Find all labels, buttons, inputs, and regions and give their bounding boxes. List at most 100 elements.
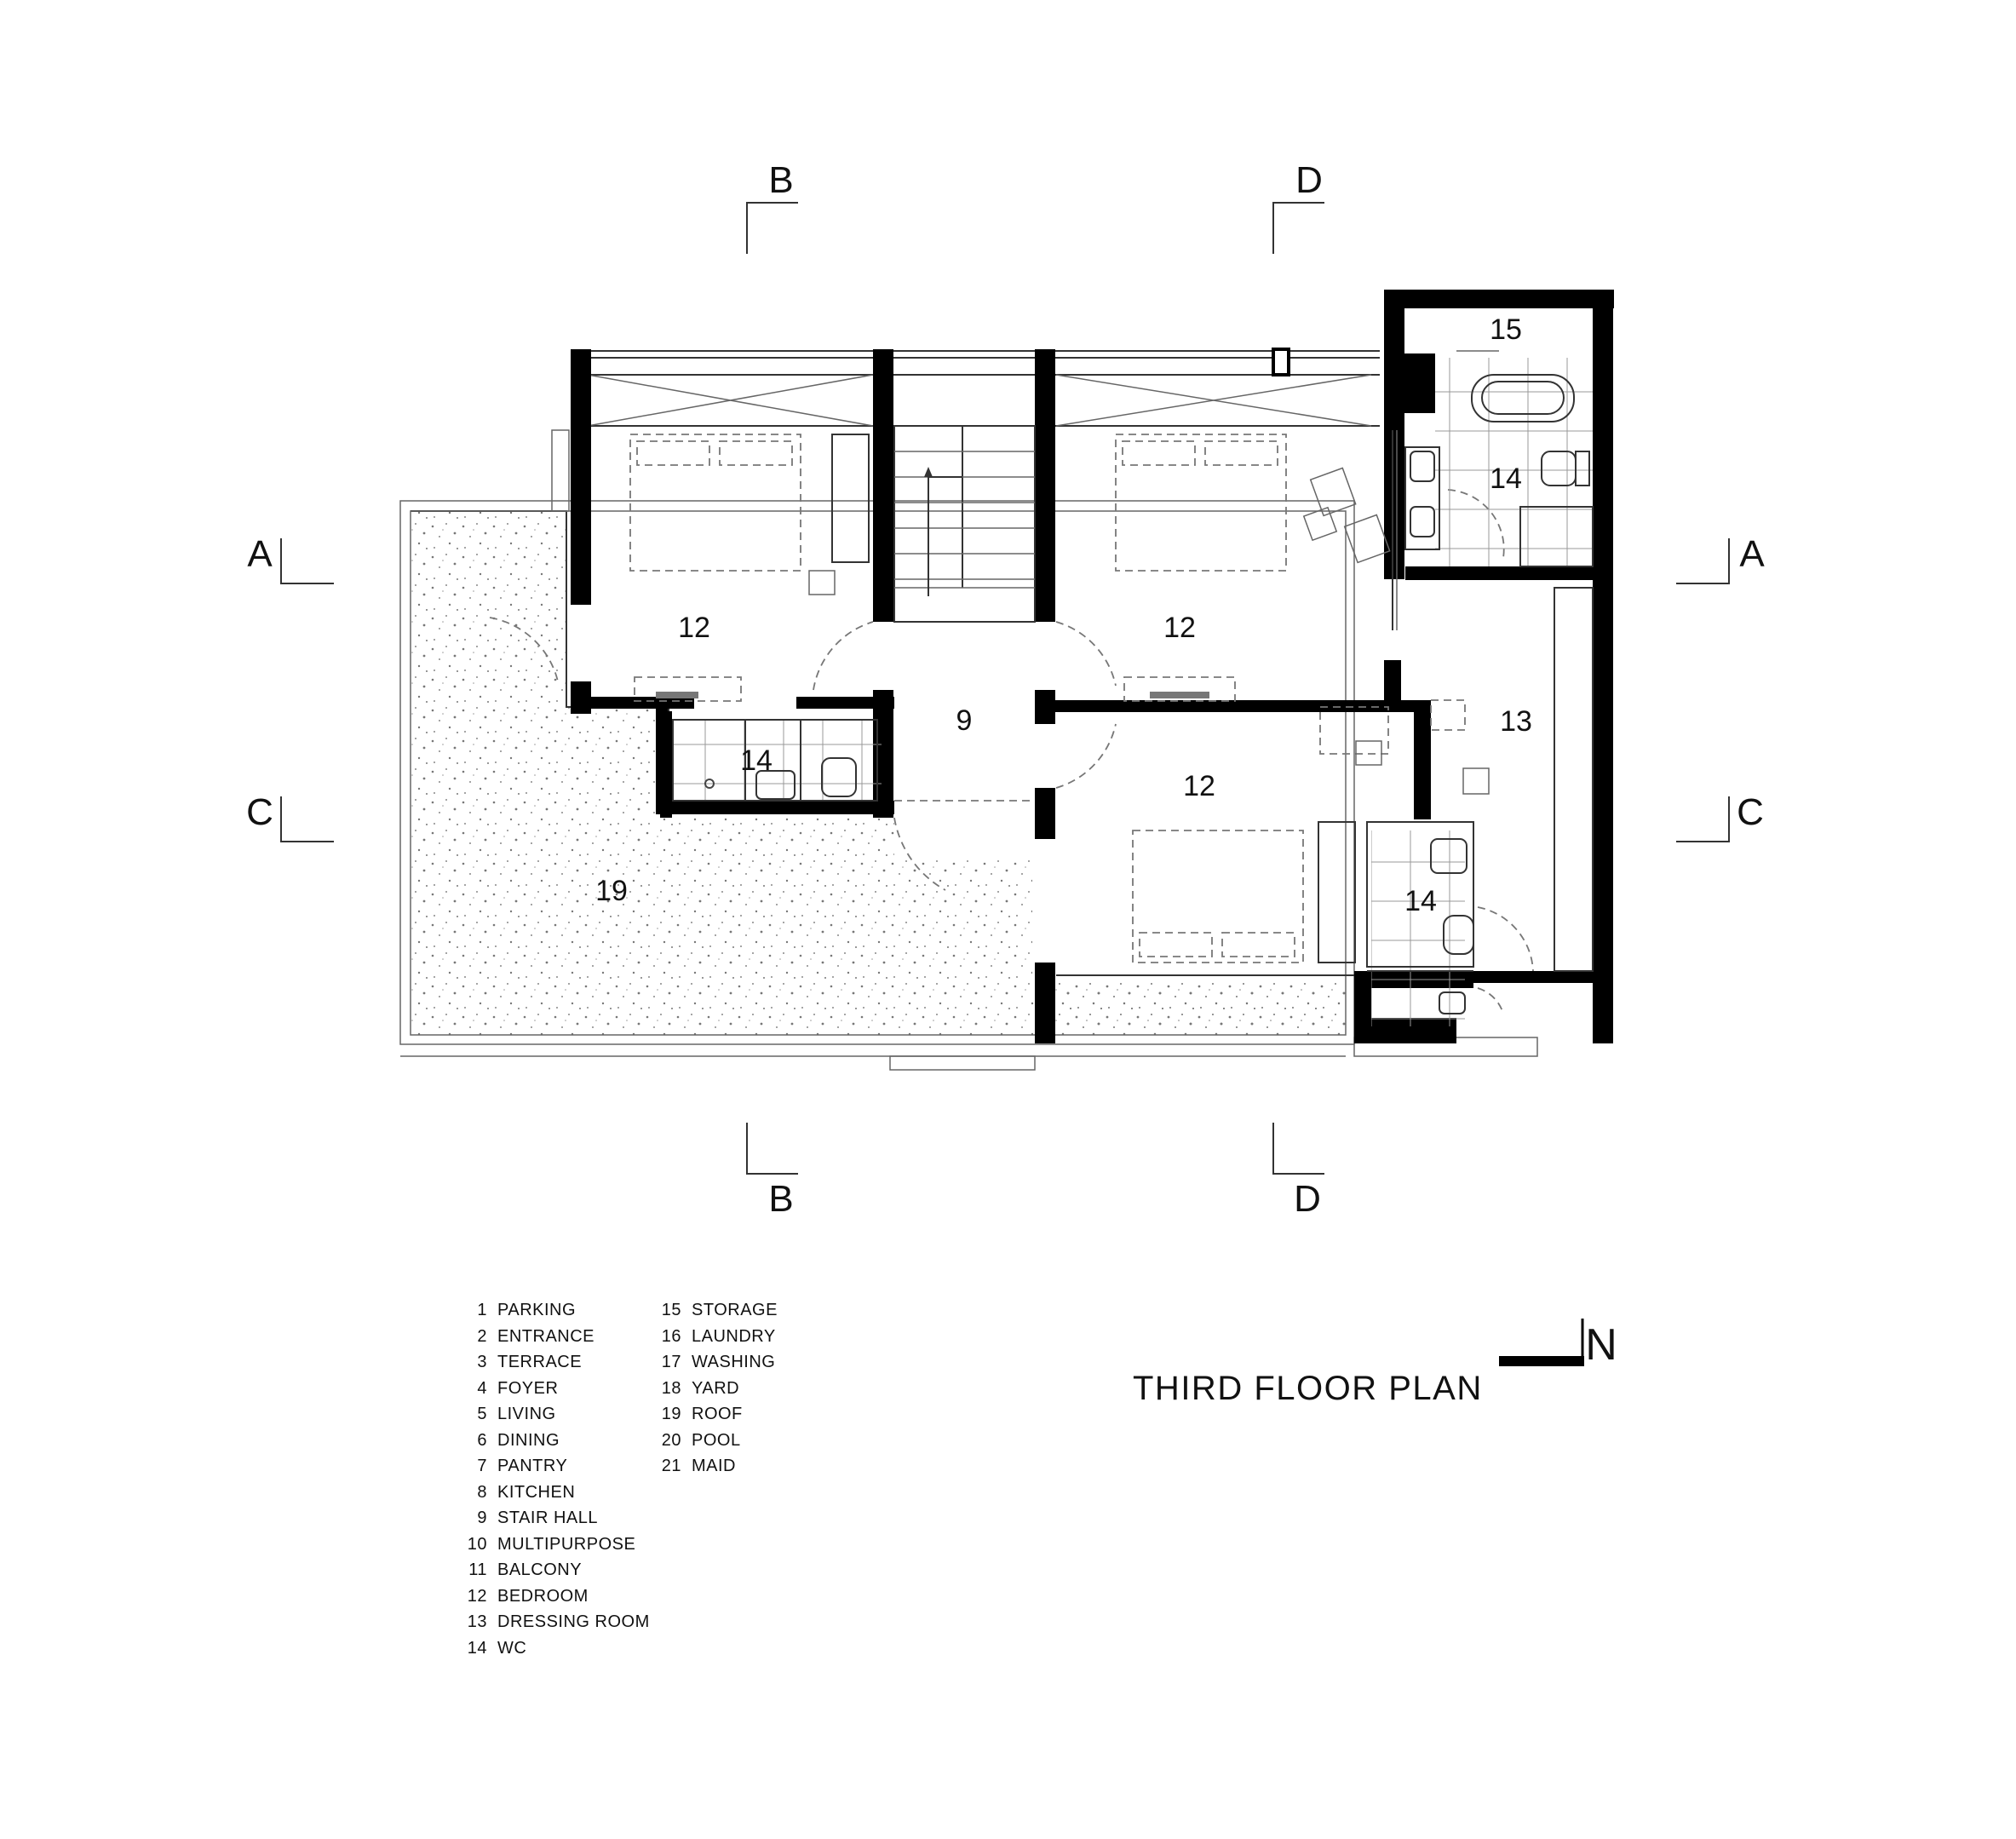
room-label-wc-left: 14	[740, 744, 773, 777]
legend-item-number: 1	[477, 1301, 487, 1319]
legend-item-number: 13	[467, 1612, 487, 1631]
legend-item-label: KITCHEN	[497, 1482, 576, 1502]
legend-item-label: TERRACE	[497, 1353, 583, 1371]
legend-item: 5 LIVING	[460, 1401, 650, 1428]
legend-item-number: 21	[661, 1457, 681, 1475]
room-label-dressing: 13	[1500, 705, 1532, 738]
legend-item: 9 STAIR HALL	[460, 1505, 650, 1532]
legend-item-label: LIVING	[497, 1405, 556, 1423]
section-label-c-left: C	[246, 791, 273, 833]
section-marker-c-right: C	[1676, 791, 1764, 842]
section-label-a-right: A	[1739, 533, 1765, 575]
legend-item: 11 BALCONY	[460, 1557, 650, 1583]
legend-item: 10 MULTIPURPOSE	[460, 1532, 650, 1558]
wc-left-fixtures	[660, 711, 882, 818]
section-marker-b-top: B	[746, 159, 798, 254]
door-swings	[489, 489, 1534, 1014]
legend-item-number: 7	[477, 1457, 487, 1475]
section-label-d-top: D	[1295, 159, 1323, 201]
section-label-b-top: B	[768, 159, 793, 201]
legend-item-label: ROOF	[692, 1405, 743, 1423]
legend-item-number: 14	[467, 1638, 487, 1658]
legend-item-number: 9	[477, 1509, 487, 1527]
bedroom-ne-furniture	[1115, 430, 1398, 630]
legend-item-label: PANTRY	[497, 1457, 568, 1475]
legend-item: 20 POOL	[654, 1428, 778, 1454]
legend-item-number: 6	[477, 1430, 487, 1450]
legend-item-number: 12	[467, 1586, 487, 1606]
section-marker-b-bottom: B	[746, 1123, 798, 1220]
section-marker-a-left: A	[247, 533, 334, 584]
section-marker-a-right: A	[1676, 533, 1765, 584]
room-label-wc-master: 14	[1490, 463, 1522, 495]
section-marker-d-top: D	[1272, 159, 1324, 254]
legend-item-number: 16	[661, 1326, 681, 1346]
staircase	[893, 425, 1036, 623]
legend-item-label: LAUNDRY	[692, 1326, 776, 1346]
legend-item-label: WC	[497, 1638, 527, 1658]
legend-item-number: 17	[661, 1353, 681, 1371]
dressing-room-wardrobe	[1430, 587, 1594, 972]
legend-item: 16 LAUNDRY	[654, 1324, 778, 1350]
legend-item-number: 2	[477, 1326, 487, 1346]
legend-item: 12 BEDROOM	[460, 1583, 650, 1610]
legend-item: 2 ENTRANCE	[460, 1324, 650, 1350]
section-marker-d-bottom: D	[1272, 1123, 1324, 1220]
legend-item-number: 19	[661, 1405, 681, 1423]
legend-item-number: 4	[477, 1378, 487, 1398]
legend-item-number: 20	[661, 1430, 681, 1450]
room-label-bedroom-ne: 12	[1163, 612, 1196, 644]
legend-item-label: ENTRANCE	[497, 1326, 595, 1346]
legend-item-label: WASHING	[692, 1353, 776, 1371]
legend-item-label: YARD	[692, 1378, 740, 1398]
legend-item-number: 15	[661, 1301, 681, 1319]
legend-item-number: 10	[467, 1534, 487, 1554]
legend-item: 15 STORAGE	[654, 1297, 778, 1324]
legend-item: 18 YARD	[654, 1376, 778, 1402]
wc-master-fixtures	[1404, 358, 1594, 567]
section-marker-c-left: C	[246, 791, 334, 842]
room-label-wc-s: 14	[1404, 885, 1437, 917]
legend-item-label: STORAGE	[692, 1301, 778, 1319]
legend-item-label: BALCONY	[497, 1560, 583, 1579]
legend-item: 7 PANTRY	[460, 1453, 650, 1480]
wc-south-fixtures	[1366, 821, 1474, 1026]
bedroom-s-furniture	[1056, 676, 1389, 976]
room-label-stair-hall: 9	[956, 704, 973, 737]
legend-item-label: POOL	[692, 1430, 741, 1450]
bedroom-nw-furniture	[629, 434, 870, 702]
legend-item-label: STAIR HALL	[497, 1509, 598, 1527]
legend-item-label: MULTIPURPOSE	[497, 1534, 636, 1554]
legend-item-number: 8	[477, 1482, 487, 1502]
legend-item: 6 DINING	[460, 1428, 650, 1454]
legend-item-number: 18	[661, 1378, 681, 1398]
room-label-storage: 15	[1490, 313, 1522, 346]
section-label-a-left: A	[247, 533, 273, 575]
legend-item-number: 11	[468, 1560, 487, 1579]
room-label-bedroom-s: 12	[1183, 770, 1215, 802]
legend-item: 14 WC	[460, 1635, 650, 1662]
section-label-c-right: C	[1737, 791, 1764, 833]
north-arrow: N	[1499, 1319, 1617, 1370]
legend-item: 8 KITCHEN	[460, 1480, 650, 1506]
legend-item-label: PARKING	[497, 1301, 577, 1319]
legend-item: 19 ROOF	[654, 1401, 778, 1428]
legend-item-number: 3	[477, 1353, 487, 1371]
room-label-bedroom-nw: 12	[678, 612, 710, 644]
section-label-b-bottom: B	[768, 1178, 793, 1220]
legend-item-label: BEDROOM	[497, 1586, 589, 1606]
plan-title: THIRD FLOOR PLAN	[1133, 1370, 1483, 1407]
legend-item: 1 PARKING	[460, 1297, 650, 1324]
legend-item-label: DINING	[497, 1430, 560, 1450]
section-label-d-bottom: D	[1294, 1178, 1321, 1220]
north-label: N	[1585, 1320, 1617, 1370]
legend-item: 17 WASHING	[654, 1349, 778, 1376]
legend-item: 3 TERRACE	[460, 1349, 650, 1376]
legend-item-number: 5	[477, 1405, 487, 1423]
legend-item: 13 DRESSING ROOM	[460, 1609, 650, 1635]
legend-item-label: DRESSING ROOM	[497, 1612, 650, 1631]
